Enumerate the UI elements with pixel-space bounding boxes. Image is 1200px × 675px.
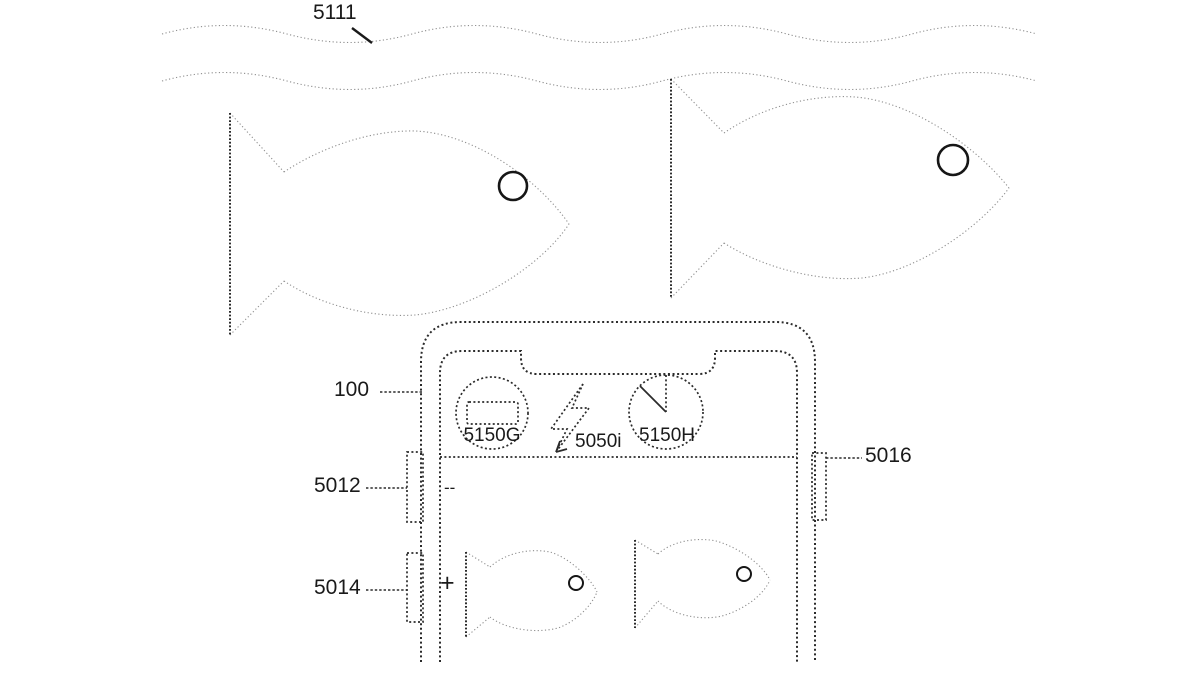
minus-indicator: -- (444, 478, 456, 497)
label-flash-icon: 5050i (575, 431, 622, 452)
timer-icon (628, 374, 704, 450)
leader-lines (351, 27, 862, 591)
fish-left-body (283, 130, 570, 316)
label-right-button: 5016 (865, 444, 912, 467)
viewfinder-fish-right-eye (736, 566, 752, 582)
viewfinder-fish-right-tail-edges (634, 539, 659, 629)
battery-icon (455, 376, 529, 450)
wave-line-top (161, 24, 1038, 44)
fish-right-tail-edges (670, 78, 725, 299)
phone-device (406, 321, 827, 662)
label-device: 100 (334, 378, 370, 401)
viewfinder-fish-left-eye (568, 575, 584, 591)
viewfinder-fish-left-tail-edges (465, 551, 491, 638)
water-surface-waves (161, 24, 1038, 91)
fish-left-tail-edges (229, 112, 285, 336)
label-left-button-upper: 5012 (314, 474, 361, 497)
viewfinder-fish-left (465, 550, 598, 638)
fish-left-eye (497, 170, 529, 202)
label-timer-icon: 5150H (639, 425, 695, 446)
viewfinder-fish-right-body (657, 538, 771, 619)
leader-5111 (351, 27, 373, 44)
volume-button-upper (406, 451, 424, 523)
plus-indicator: + (440, 569, 455, 597)
flash-icon (549, 383, 591, 453)
label-battery-icon: 5150G (463, 425, 521, 446)
fish-left (229, 112, 570, 336)
viewfinder-fish-left-body (489, 550, 598, 632)
power-button (811, 452, 827, 521)
volume-button-lower (406, 552, 424, 623)
label-water-surface: 5111 (313, 1, 357, 24)
phone-screen-outline (439, 350, 798, 662)
fish-right-eye (936, 143, 970, 177)
fish-right (670, 78, 1010, 299)
label-left-button-lower: 5014 (314, 576, 361, 599)
viewfinder-fish-right (634, 538, 771, 629)
fish-right-body (723, 96, 1010, 280)
wave-line-bottom (161, 71, 1038, 91)
